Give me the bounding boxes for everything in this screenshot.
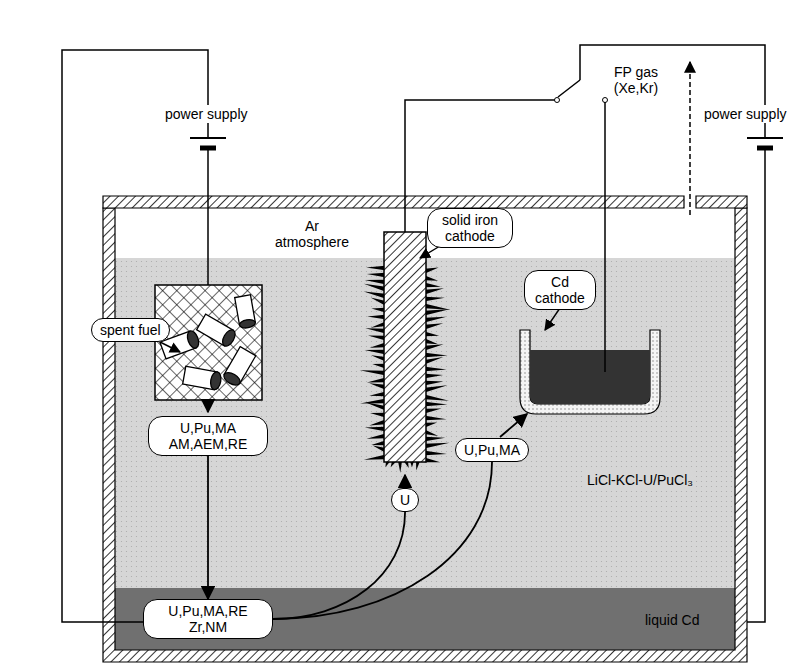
- dendrite: [425, 385, 448, 392]
- wire: [580, 45, 765, 138]
- box-text: U,Pu,MA,RE Zr,NM: [152, 603, 264, 635]
- dendrite: [365, 427, 385, 431]
- text-label: LiCl-KCl-U/PuCl₃: [584, 471, 696, 489]
- switch-contact: [603, 98, 608, 103]
- dendrite: [424, 357, 443, 364]
- anode-basket: [155, 285, 262, 400]
- rounded-label-box: solid iron cathode: [427, 208, 513, 248]
- dendrite: [366, 266, 385, 270]
- text-label: power supply: [701, 105, 790, 123]
- rounded-label-box: spent fuel: [91, 318, 170, 342]
- gas-arrow: [689, 62, 691, 215]
- dendrite: [360, 399, 385, 404]
- flow-arrow: [207, 401, 209, 412]
- dendrite: [365, 328, 385, 333]
- dendrite: [425, 367, 447, 371]
- dendrite: [425, 309, 451, 315]
- box-text: U,Pu,MA AM,AEM,RE: [157, 420, 259, 452]
- box-text: U: [400, 492, 410, 508]
- cd-cathode-crucible: [520, 330, 660, 414]
- battery-plate: [190, 137, 226, 139]
- vessel-wall: [103, 208, 747, 662]
- box-text: spent fuel: [100, 322, 161, 338]
- dendrite: [425, 323, 444, 329]
- wire: [747, 148, 765, 622]
- flow-arrow: [500, 414, 527, 437]
- dendrite: [425, 344, 444, 350]
- dendrite: [425, 332, 439, 336]
- cadmium-pool: [530, 350, 650, 404]
- dendrite: [371, 308, 385, 312]
- dendrite: [364, 292, 386, 299]
- dendrite: [425, 409, 442, 414]
- dendrite: [364, 284, 386, 291]
- dendrite: [425, 297, 445, 301]
- solid-iron-cathode: [384, 232, 426, 462]
- dendrite: [425, 437, 445, 441]
- leader-arrow: [420, 246, 440, 258]
- dendrite: [367, 315, 385, 319]
- dendrite: [368, 336, 385, 341]
- dendrite: [371, 441, 385, 445]
- wire: [207, 148, 209, 285]
- dendrite: [369, 392, 385, 396]
- flow-arrow: [404, 475, 406, 487]
- rounded-label-box: U: [391, 488, 419, 512]
- switch-blade: [558, 80, 580, 97]
- dendrite: [370, 343, 386, 348]
- flow-connector: [207, 456, 209, 599]
- dendrite: [425, 458, 441, 462]
- dendrite: [425, 304, 450, 310]
- dendrite: [370, 413, 385, 417]
- text-label: FP gas (Xe,Kr): [603, 63, 669, 97]
- dendrite: [367, 273, 385, 277]
- dendrite: [369, 383, 385, 389]
- dendrite: [425, 443, 450, 449]
- text-label: liquid Cd: [642, 611, 702, 629]
- wire: [62, 50, 208, 622]
- dendrite: [425, 416, 447, 420]
- dendrite: [425, 402, 448, 406]
- battery-plate: [200, 146, 216, 151]
- dendrite: [425, 374, 443, 378]
- dendrite: [367, 434, 386, 439]
- dendrite: [425, 317, 447, 322]
- switch-contact: [555, 98, 560, 103]
- dendrite: [364, 455, 386, 460]
- text-label: power supply: [162, 105, 251, 123]
- rounded-label-box: U,Pu,MA,RE Zr,NM: [143, 599, 273, 639]
- fuel-pieces: [160, 295, 256, 391]
- vessel-lid: [103, 196, 747, 208]
- wire: [604, 102, 606, 372]
- dendrite: [365, 350, 386, 354]
- box-text: solid iron cathode: [436, 212, 504, 244]
- dendrite: [425, 288, 444, 294]
- box-text: U,Pu,MA: [464, 442, 520, 458]
- dendrite: [425, 283, 441, 287]
- battery-plate: [757, 146, 773, 151]
- rounded-label-box: Cd cathode: [524, 270, 596, 310]
- dendrite: [425, 395, 449, 401]
- dendrite: [367, 378, 385, 383]
- dendrite: [425, 381, 444, 385]
- battery-plate: [747, 137, 783, 139]
- leader-arrow: [545, 308, 560, 330]
- dendrite: [369, 420, 385, 426]
- dendrite: [425, 353, 448, 357]
- dendrite: [425, 451, 447, 455]
- rounded-label-box: U,Pu,MA: [455, 438, 529, 462]
- dendrite: [365, 280, 385, 284]
- box-text: Cd cathode: [533, 274, 587, 306]
- flow-connector: [273, 512, 405, 619]
- leader-arrow: [160, 342, 180, 352]
- dendrite: [360, 370, 386, 375]
- dendrite: [365, 402, 385, 410]
- text-label: Ar atmosphere: [264, 217, 360, 251]
- flow-connector: [273, 462, 492, 619]
- rounded-label-box: U,Pu,MA AM,AEM,RE: [148, 416, 268, 456]
